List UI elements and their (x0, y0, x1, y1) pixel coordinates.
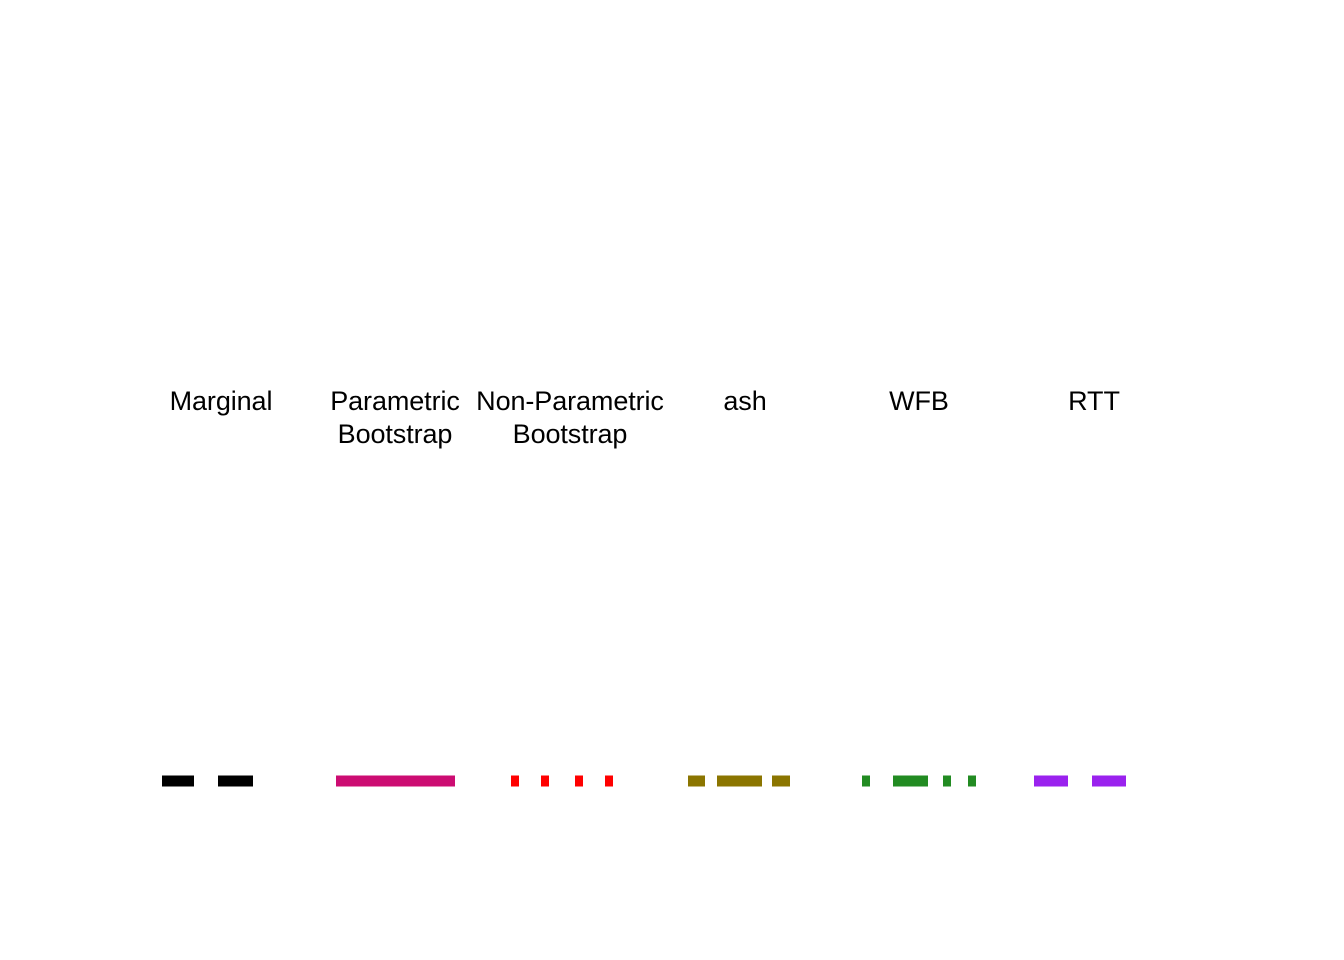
legend-key-marginal (162, 770, 253, 792)
legend-key-segment (336, 775, 455, 787)
legend-label-line: WFB (889, 386, 949, 416)
legend-key-ash (688, 770, 790, 792)
legend-label-line: ash (723, 386, 767, 416)
legend-label-line: Bootstrap (337, 419, 453, 449)
legend-key-segment (1034, 775, 1068, 787)
legend-label-ash: ash (645, 385, 845, 418)
legend-key-parametric-bootstrap (336, 770, 455, 792)
legend-label-rtt: RTT (994, 385, 1194, 418)
legend-key-segment (893, 775, 928, 787)
legend-key-segment (968, 775, 976, 787)
legend-key-segment (717, 775, 762, 787)
legend-key-segment (575, 775, 583, 787)
legend-key-segment (862, 775, 870, 787)
legend-label-marginal: Marginal (121, 385, 321, 418)
legend-label-line: Marginal (169, 386, 273, 416)
legend-label-line: Parametric (330, 386, 460, 416)
legend-key-segment (688, 775, 705, 787)
legend-key-segment (1092, 775, 1126, 787)
legend-label-line: Bootstrap (512, 419, 628, 449)
legend-key-wfb (862, 770, 976, 792)
legend-key-row (0, 770, 1344, 800)
legend-key-segment (541, 775, 549, 787)
legend-label-non-parametric-bootstrap: Non-Parametric Bootstrap (470, 385, 670, 451)
legend-key-line (511, 775, 613, 787)
legend-key-line (162, 775, 253, 787)
legend-key-non-parametric-bootstrap (511, 770, 613, 792)
legend-key-line (336, 775, 455, 787)
legend-key-segment (162, 775, 194, 787)
legend-label-line: Non-Parametric (476, 386, 664, 416)
legend-key-segment (511, 775, 519, 787)
legend-key-line (688, 775, 790, 787)
legend-label-parametric-bootstrap: Parametric Bootstrap (295, 385, 495, 451)
legend-key-line (862, 775, 976, 787)
legend-label-wfb: WFB (819, 385, 1019, 418)
legend-key-segment (772, 775, 790, 787)
legend-label-line: RTT (1068, 386, 1120, 416)
legend-key-line (1034, 775, 1126, 787)
legend-key-segment (218, 775, 253, 787)
legend-label-row: Marginal Parametric Bootstrap Non-Parame… (0, 385, 1344, 475)
legend-key-segment (943, 775, 951, 787)
legend-key-rtt (1034, 770, 1126, 792)
legend-key-segment (605, 775, 613, 787)
